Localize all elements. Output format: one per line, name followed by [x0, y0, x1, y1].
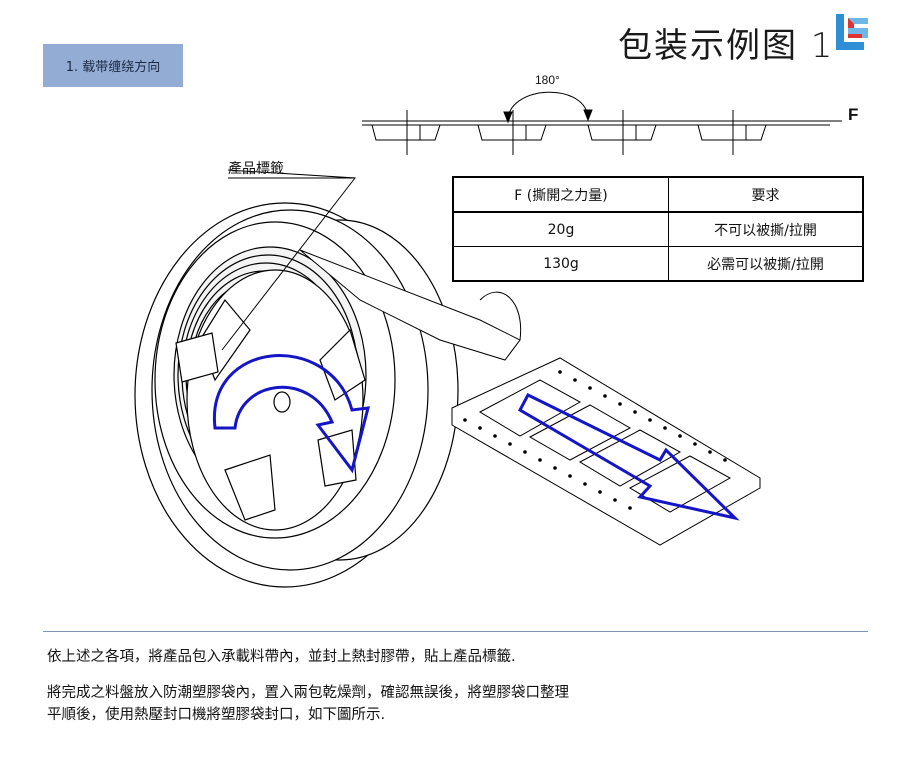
page-title: 包装示例图 1 [618, 26, 835, 66]
sprocket-holes [463, 370, 727, 510]
force-label: F [848, 105, 859, 124]
instruction-paragraph-1: 依上述之各項，將產品包入承載料帶內，並封上熱封膠帶，貼上產品標籤. [47, 649, 516, 665]
instruction-line: 平順後，使用熱壓封口機將塑膠袋封口，如下圖所示. [47, 707, 386, 723]
label-callout: 產品標籤 [228, 161, 284, 177]
table-cell: 不可以被撕/拉開 [668, 211, 864, 247]
peel-force-table: F (撕開之力量) 要求 20g 不可以被撕/拉開 130g 必需可以被撕/拉開 [452, 176, 864, 282]
peel-tape-sketch [362, 91, 842, 155]
table-cell: 130g [452, 246, 669, 282]
table-header-row: F (撕開之力量) 要求 [452, 176, 864, 213]
table-header-force: F (撕開之力量) [452, 176, 669, 213]
table-header-requirement: 要求 [668, 176, 864, 213]
reel-label-sticker [175, 332, 219, 383]
reel [134, 202, 459, 588]
company-logo-icon [836, 14, 868, 50]
feed-direction-arrow [517, 393, 740, 521]
section-label: 1. 载带缠绕方向 [43, 44, 183, 87]
instruction-line: 將完成之料盤放入防潮塑膠袋內，置入兩包乾燥劑，確認無誤後，將塑膠袋口整理 [47, 685, 569, 701]
section-divider [43, 631, 868, 632]
table-cell: 20g [452, 211, 669, 247]
carrier-tape [299, 249, 761, 546]
reel-tape-diagram [134, 91, 842, 588]
table-row: 130g 必需可以被撕/拉開 [452, 246, 864, 282]
angle-label: 180° [535, 73, 560, 87]
table-row: 20g 不可以被撕/拉開 [452, 211, 864, 247]
table-cell: 必需可以被撕/拉開 [668, 246, 864, 282]
instruction-paragraph-2: 將完成之料盤放入防潮塑膠袋內，置入兩包乾燥劑，確認無誤後，將塑膠袋口整理 平順後… [47, 682, 569, 726]
winding-direction-arrow [213, 354, 371, 474]
